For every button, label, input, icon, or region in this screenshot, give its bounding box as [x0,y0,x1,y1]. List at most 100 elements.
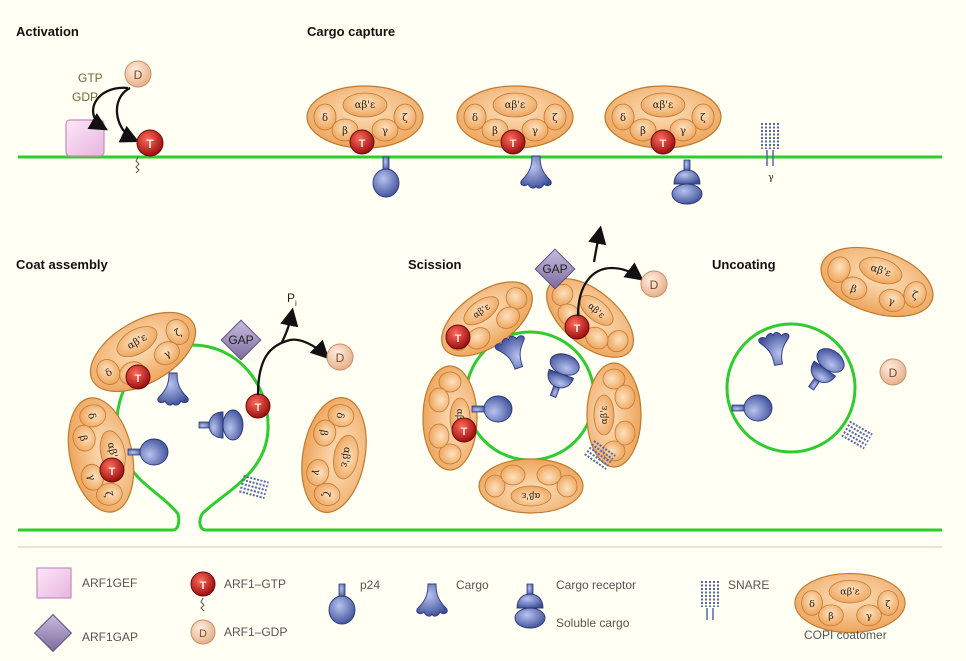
svg-text:D: D [889,366,898,380]
heading-scission: Scission [408,257,462,272]
legend-cargo-label: Cargo [456,578,489,592]
legend-arf1gtp-icon [190,571,216,597]
svg-text:γ: γ [162,348,173,361]
arf1-gtp-icon [99,457,125,483]
arf-gtp-letter: T [660,138,667,150]
arf-gdp-letter: D [134,68,143,82]
svg-text:αβ'ε: αβ'ε [521,490,540,500]
snare-gamma: γ [768,173,773,183]
pi-arrow [588,225,607,263]
heading-activation: Activation [16,24,79,39]
coat-gamma: γ [680,126,686,137]
svg-text:D: D [336,351,345,365]
heading-uncoating: Uncoating [712,257,776,272]
arf1-gtp-icon [125,364,151,390]
scission-panel: αβ'ε αβ'ε αβ'ε αβ'ε αβ'ε T T T GAP [422,225,668,514]
svg-text:β: β [828,611,834,622]
svg-text:γ: γ [310,468,322,476]
legend-arf1gap-icon [33,613,73,653]
svg-text:T: T [200,580,207,592]
pi-label: P [287,291,295,305]
legend-cargo-receptor-icon [514,583,546,629]
arf1-gdp-icon [640,270,668,298]
legend-snare-icon [700,578,720,610]
activation-arrow [115,86,140,143]
coat-gamma: γ [532,126,538,137]
svg-text:β: β [317,429,329,437]
coat-label: αβ'ε [505,100,525,111]
arf1-gdp-icon [124,60,152,88]
svg-text:T: T [461,426,468,438]
arf1-gtp-icon [349,129,375,155]
cargo-icon [520,155,552,189]
pi-sub: i [295,299,297,308]
legend-snare-label: SNARE [728,578,770,592]
p24-icon [372,156,400,198]
legend-arf1gdp-icon [190,619,216,645]
arf1-gdp-icon [879,358,907,386]
svg-text:T: T [135,373,142,385]
arf-gtp-letter: T [510,138,517,150]
cargo-receptor-icon [671,159,703,205]
coat-zeta: ζ [700,113,706,124]
arf1gap-shape [220,319,262,361]
legend-soluble-cargo-label: Soluble cargo [556,616,630,630]
svg-text:δ: δ [334,411,346,419]
vesicle-membrane [725,322,857,454]
legend-cargo-icon [416,583,448,617]
arf1gef-shape [65,119,105,157]
legend-arf1gap-label: ARF1GAP [82,630,139,644]
cargo-icon [157,372,189,406]
uncoating-panel: αβ'ε β γ ζ D [725,233,943,454]
arf1-gtp-icon [136,129,164,157]
svg-text:αβ'ε: αβ'ε [840,586,860,597]
coat-label: αβ'ε [355,100,375,111]
coat-beta: β [640,126,646,137]
svg-text:ζ: ζ [173,327,184,340]
svg-text:γ: γ [866,611,872,622]
coat-delta: δ [322,113,328,124]
svg-text:δ: δ [85,412,97,420]
lipid-anchor [135,156,140,174]
legend-arf1gdp-label: ARF1–GDP [224,625,288,639]
cargo-capture-panel: αβ'ε δ ζ β γ T αβ'ε δ ζ β γ T αβ'ε δ ζ β… [306,85,780,205]
heading-cargo-capture: Cargo capture [307,24,396,39]
coat-delta: δ [620,113,626,124]
svg-text:β: β [849,283,858,295]
coat-beta: β [492,126,498,137]
gdp-label: GDP [72,90,98,104]
arf-gtp-letter: T [359,138,366,150]
activation-panel: GTP GDP D T [65,60,164,174]
legend-arf1gtp-label: ARF1–GTP [224,577,287,591]
coat-zeta: ζ [552,113,558,124]
svg-text:αβ'ε: αβ'ε [338,446,352,468]
gap-label: GAP [542,262,567,276]
svg-text:δ: δ [809,599,815,610]
svg-text:ζ: ζ [102,491,114,499]
svg-text:T: T [255,402,262,414]
legend-arf1gef-icon [36,567,72,599]
coat-gamma: γ [382,126,388,137]
svg-text:D: D [650,278,659,292]
svg-text:β: β [77,434,89,442]
coat-delta: δ [472,113,478,124]
arf1-gtp-icon [445,324,471,350]
legend-p24-icon [328,583,356,625]
svg-text:αβ'ε: αβ'ε [454,409,464,428]
arf1gap-shape [534,248,576,290]
gap-arrow [576,262,644,317]
svg-text:T: T [455,333,462,345]
legend-cargo-receptor-label: Cargo receptor [556,578,637,592]
pi-arrow [280,307,299,343]
legend-copi-label: COPI coatomer [804,628,887,642]
svg-text:αβ'ε: αβ'ε [600,405,610,424]
svg-text:T: T [109,466,116,478]
gtp-label: GTP [78,71,103,85]
legend-p24-label: p24 [360,578,381,592]
coat-label: αβ'ε [653,100,673,111]
gap-arrow [256,338,330,396]
gap-label: GAP [228,333,253,347]
svg-text:D: D [199,628,207,640]
